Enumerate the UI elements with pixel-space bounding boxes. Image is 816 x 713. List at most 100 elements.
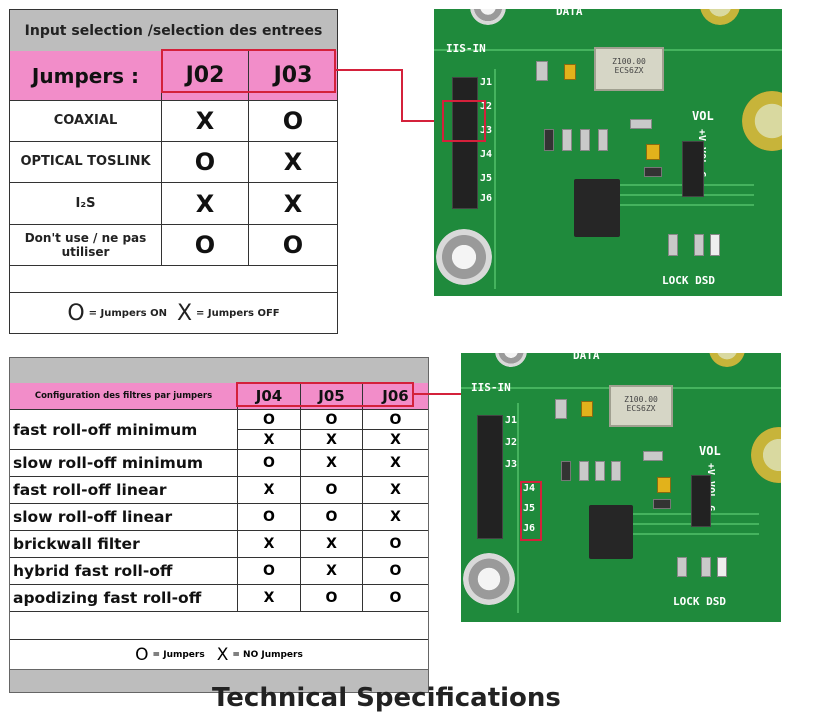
- j05-value: X: [301, 450, 363, 476]
- row-label: fast roll-off minimum: [10, 410, 238, 449]
- silk-j3: J3: [480, 125, 493, 136]
- table-legend: O = Jumpers X = NO Jumpers: [10, 639, 428, 670]
- j04-value: O: [238, 410, 301, 429]
- j05-value: X: [301, 558, 363, 584]
- tantalum-capacitor: [581, 401, 593, 417]
- j02-j03-highlight-box: [161, 49, 336, 93]
- silk-iis-in: IIS-IN: [446, 42, 486, 55]
- j06-value: X: [390, 431, 401, 448]
- row-label: COAXIAL: [10, 101, 162, 141]
- j02-value: X: [162, 183, 249, 224]
- j02-header: J02: [162, 51, 249, 100]
- on-text: = Jumpers ON: [88, 307, 167, 319]
- silk-j4: J4: [480, 149, 493, 160]
- leader-line: [401, 69, 403, 122]
- j06-value: O: [389, 590, 402, 606]
- row-label: Don't use / ne pas utiliser: [10, 225, 162, 265]
- j06-value: O: [389, 563, 402, 579]
- j06-header: J06: [382, 387, 409, 405]
- table-row: Don't use / ne pas utiliser O O: [10, 225, 337, 266]
- j05-value: O: [301, 410, 363, 429]
- on-symbol: O: [67, 300, 85, 326]
- off-text: = NO Jumpers: [232, 650, 303, 660]
- table-row: apodizing fast roll-off X O O: [10, 585, 428, 612]
- j03-value: X: [283, 189, 303, 218]
- table-row: hybrid fast roll-off O X O: [10, 558, 428, 585]
- table-row: slow roll-off minimum O X X: [10, 450, 428, 477]
- table-row: slow roll-off linear O O X: [10, 504, 428, 531]
- off-symbol: X: [176, 300, 193, 326]
- silk-vol: VOL: [699, 444, 721, 458]
- electrolytic-capacitor: [742, 91, 782, 151]
- silk-j2: J2: [480, 101, 493, 112]
- smd-component: [701, 557, 711, 577]
- pcb-trace: [574, 194, 754, 196]
- silk-j2: J2: [505, 437, 518, 448]
- smd-component: [598, 129, 608, 151]
- smd-component: [630, 119, 652, 129]
- smd-component: [579, 461, 589, 481]
- smd-component: [536, 61, 548, 81]
- jumper-header: [452, 77, 478, 209]
- j03-value: O: [282, 107, 304, 135]
- pcb-trace: [574, 184, 754, 186]
- mounting-hole: [436, 229, 492, 285]
- j04-j06-highlight-box: [236, 382, 414, 407]
- j05-value: X: [301, 531, 363, 557]
- row-label: I₂S: [10, 183, 162, 224]
- j03-value: O: [282, 231, 304, 259]
- smd-component: [611, 461, 621, 481]
- j05-value: O: [301, 504, 363, 530]
- j06-value: O: [389, 536, 402, 552]
- table-row: O O O: [238, 410, 428, 430]
- smd-component: [677, 557, 687, 577]
- j06-value: X: [390, 482, 401, 498]
- j04-value: X: [238, 531, 301, 557]
- grey-band-top: [10, 358, 428, 384]
- silk-j1: J1: [505, 415, 518, 426]
- row-label: OPTICAL TOSLINK: [10, 142, 162, 182]
- row-label: hybrid fast roll-off: [10, 558, 238, 584]
- silk-lock-dsd: LOCK DSD: [673, 595, 726, 608]
- silk-j1: J1: [480, 77, 493, 88]
- silk-j4: J4: [523, 483, 536, 494]
- smd-component: [668, 234, 678, 256]
- electrolytic-capacitor: [751, 427, 781, 483]
- jumpers-header: Jumpers :: [10, 51, 162, 100]
- smd-component: [544, 129, 554, 151]
- j06-value: X: [390, 455, 401, 471]
- j04-header: J04: [238, 383, 301, 409]
- led: [717, 557, 727, 577]
- off-text: = Jumpers OFF: [196, 307, 280, 319]
- vol-jumper-header: [691, 475, 711, 527]
- crystal-oscillator: Z100.00 ECS6ZX: [594, 47, 664, 91]
- table-row: fast roll-off minimum: [10, 410, 428, 450]
- tantalum-capacitor: [657, 477, 671, 493]
- j05-value: O: [301, 585, 363, 611]
- mounting-hole: [495, 353, 527, 367]
- smd-component: [643, 451, 663, 461]
- j05-value: X: [301, 430, 363, 449]
- on-symbol: O: [135, 645, 149, 665]
- j04-value: X: [238, 585, 301, 611]
- smd-component: [580, 129, 590, 151]
- silk-j6: J6: [523, 523, 536, 534]
- smd-component: [595, 461, 605, 481]
- table-title: Input selection /selection des entrees: [10, 10, 337, 52]
- row-label: brickwall filter: [10, 531, 238, 557]
- pcb-photo-input-jumpers: DATA IIS-IN VOL LOCK DSD +V VOL G J1 J2 …: [434, 9, 782, 296]
- smd-component: [653, 499, 671, 509]
- table-row: COAXIAL X O: [10, 101, 337, 142]
- smd-component: [694, 234, 704, 256]
- silk-lock-dsd: LOCK DSD: [662, 274, 715, 287]
- j04-value: X: [238, 477, 301, 503]
- j04-value: O: [238, 450, 301, 476]
- leader-line: [401, 120, 444, 122]
- pcb-trace: [517, 403, 519, 613]
- table-row: fast roll-off linear X O X: [10, 477, 428, 504]
- j02-value: O: [162, 225, 249, 265]
- leader-line: [336, 69, 403, 71]
- j02-value: X: [162, 101, 249, 141]
- silk-vol: VOL: [692, 109, 714, 123]
- j04-value: O: [238, 558, 301, 584]
